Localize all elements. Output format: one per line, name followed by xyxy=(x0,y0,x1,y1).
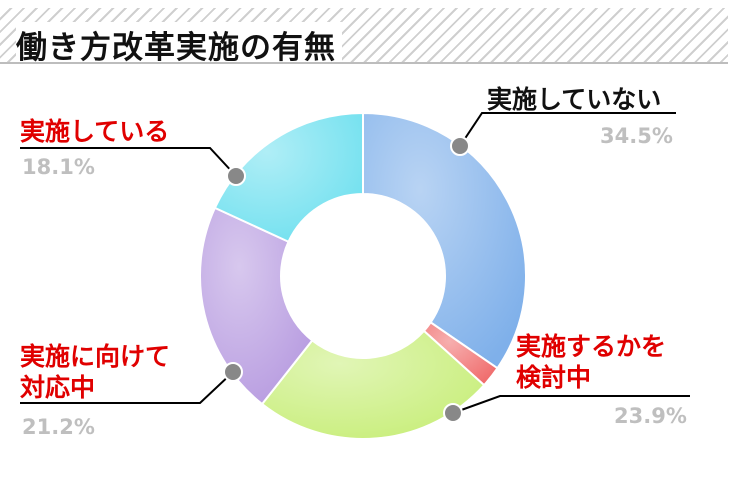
leader-considering-marker xyxy=(443,403,463,423)
label-considering-line1: 実施するかを xyxy=(516,332,667,361)
label-preparing: 実施に向けて 対応中 xyxy=(20,341,170,403)
label-not-implemented: 実施していない xyxy=(487,85,662,114)
leader-not-implemented-marker xyxy=(450,136,470,156)
value-preparing: 21.2% xyxy=(22,415,95,439)
slice-large-green-gloss xyxy=(262,330,485,439)
label-preparing-line1: 実施に向けて xyxy=(20,342,171,371)
value-considering: 23.9% xyxy=(614,404,687,428)
leader-implemented xyxy=(20,147,237,177)
leader-implemented-marker xyxy=(226,166,246,186)
value-not-implemented: 34.5% xyxy=(600,124,673,148)
chart-title: 働き方改革実施の有無 xyxy=(16,22,342,67)
label-implemented: 実施している xyxy=(20,117,170,146)
label-considering-line2: 検討中 xyxy=(516,363,592,392)
title-underline xyxy=(0,62,728,64)
slice-considering-gloss xyxy=(423,322,498,386)
title-bar: 働き方改革実施の有無 xyxy=(0,8,728,67)
label-preparing-line2: 対応中 xyxy=(20,373,96,402)
leader-not-implemented xyxy=(459,112,676,147)
slice-preparing-gloss xyxy=(199,207,313,405)
leader-preparing xyxy=(20,371,234,404)
value-implemented: 18.1% xyxy=(22,155,95,179)
label-considering: 実施するかを 検討中 xyxy=(516,331,666,393)
slice-implemented-gloss xyxy=(214,112,363,242)
slice-not-implemented-gloss xyxy=(363,113,526,369)
leader-preparing-marker xyxy=(223,362,243,382)
leader-considering xyxy=(452,395,690,414)
